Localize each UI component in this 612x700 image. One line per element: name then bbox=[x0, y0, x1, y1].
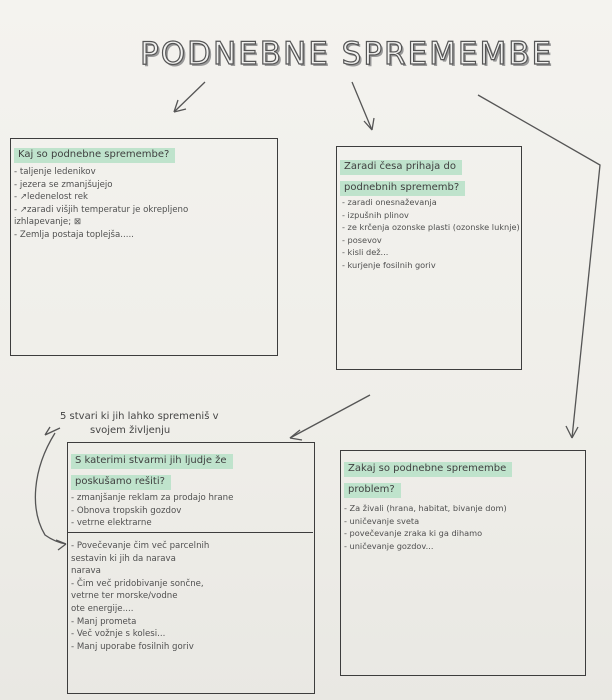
arrow-to-box3 bbox=[289, 394, 371, 439]
box3-divider bbox=[67, 532, 313, 533]
list-item: - vetrne elektrarne bbox=[71, 518, 152, 529]
box1-list: - taljenje ledenikov - jezera se zmanjšu… bbox=[14, 166, 188, 242]
box-causes-of-climate-change bbox=[336, 146, 522, 370]
list-item: - Za živali (hrana, habitat, bivanje dom… bbox=[344, 503, 507, 513]
list-item: - kurjenje fosilnih goriv bbox=[342, 259, 436, 270]
five-things-note: 5 stvari ki jih lahko spremeniš v svojem… bbox=[60, 410, 219, 438]
arrow-to-box1-head bbox=[173, 99, 187, 113]
box3-list-top: - zmanjšanje reklam za prodajo hrane - O… bbox=[71, 492, 233, 530]
box-solutions bbox=[67, 442, 315, 694]
box2-heading: Zaradi česa prihaja do podnebnih spremem… bbox=[340, 154, 466, 196]
list-item: - uničevanje gozdov... bbox=[344, 540, 434, 551]
list-item: - jezera se zmanjšujejo bbox=[14, 179, 113, 190]
box2-list: - zaradi onesnaževanja - izpušnih plinov… bbox=[342, 196, 520, 272]
box1-heading-text: Kaj so podnebne spremembe? bbox=[14, 148, 176, 163]
arrow-to-box4 bbox=[477, 94, 601, 439]
list-item: - Manj prometa bbox=[71, 616, 137, 627]
list-item: - ↗ledenelost rek bbox=[14, 192, 89, 203]
box4-heading: Zakaj so podnebne spremembe problem? bbox=[344, 456, 513, 498]
list-item: - ze krčenja ozonske plasti (ozonske luk… bbox=[342, 222, 520, 233]
list-item: - zaradi onesnaževanja bbox=[342, 197, 437, 207]
box3-heading: S katerimi stvarmi jih ljudje že poskuša… bbox=[71, 448, 233, 490]
arrow-to-box3-head bbox=[289, 429, 303, 441]
list-item: - Zemlja postaja toplejša..... bbox=[14, 229, 134, 240]
list-item: - kisli dež... bbox=[342, 247, 389, 258]
list-item: - Obnova tropskih gozdov bbox=[71, 505, 182, 516]
list-item: narava bbox=[71, 566, 101, 577]
arrow-to-box2-head bbox=[363, 117, 375, 131]
box3-heading-line: S katerimi stvarmi jih ljudje že bbox=[71, 454, 233, 469]
list-item: vetrne ter morske/vodne bbox=[71, 591, 178, 602]
box2-heading-line: podnebnih sprememb? bbox=[340, 181, 466, 196]
list-item: - zmanjšanje reklam za prodajo hrane bbox=[71, 493, 234, 503]
box3-heading-line: poskušamo rešiti? bbox=[71, 475, 171, 490]
list-item: - ↗zaradi višjih temperatur je okrepljen… bbox=[14, 204, 189, 215]
list-item: - Čim več pridobivanje sončne, bbox=[71, 578, 204, 589]
box4-heading-line: Zakaj so podnebne spremembe bbox=[344, 462, 513, 477]
list-item: - uničevanje sveta bbox=[344, 515, 420, 526]
page-title: PODNEBNE SPREMEMBE bbox=[139, 35, 554, 72]
box1-heading: Kaj so podnebne spremembe? bbox=[14, 142, 176, 163]
list-item: ote energije.... bbox=[71, 603, 134, 614]
list-item: - Povečevanje čim več parcelnih bbox=[71, 541, 210, 551]
box4-heading-line: problem? bbox=[344, 483, 401, 498]
note-line: 5 stvari ki jih lahko spremeniš v bbox=[60, 411, 219, 422]
list-item: - povečevanje zraka ki ga dihamo bbox=[344, 528, 483, 539]
list-item: sestavin ki jih da narava bbox=[71, 553, 176, 564]
list-item: izhlapevanje; ⊠ bbox=[14, 217, 82, 228]
box2-heading-line: Zaradi česa prihaja do bbox=[340, 160, 462, 175]
list-item: - posevov bbox=[342, 234, 382, 245]
box4-list: - Za živali (hrana, habitat, bivanje dom… bbox=[344, 502, 507, 552]
arrow-note-left bbox=[44, 426, 61, 436]
list-item: - Manj uporabe fosilnih goriv bbox=[71, 641, 194, 652]
list-item: - taljenje ledenikov bbox=[14, 167, 96, 177]
arrow-to-box4-head bbox=[565, 425, 579, 439]
note-line: svojem življenju bbox=[90, 425, 171, 436]
arrow-to-box2 bbox=[351, 81, 373, 131]
arrow-note-to-list-head bbox=[55, 539, 67, 551]
list-item: - Več vožnje s kolesi... bbox=[71, 629, 166, 640]
box-why-problem bbox=[340, 450, 586, 676]
box-what-are-climate-changes bbox=[10, 138, 278, 356]
arrow-to-box1 bbox=[173, 81, 206, 113]
box3-list-bottom: - Povečevanje čim več parcelnih sestavin… bbox=[71, 540, 209, 653]
list-item: - izpušnih plinov bbox=[342, 209, 409, 220]
arrow-note-to-list bbox=[34, 432, 67, 545]
